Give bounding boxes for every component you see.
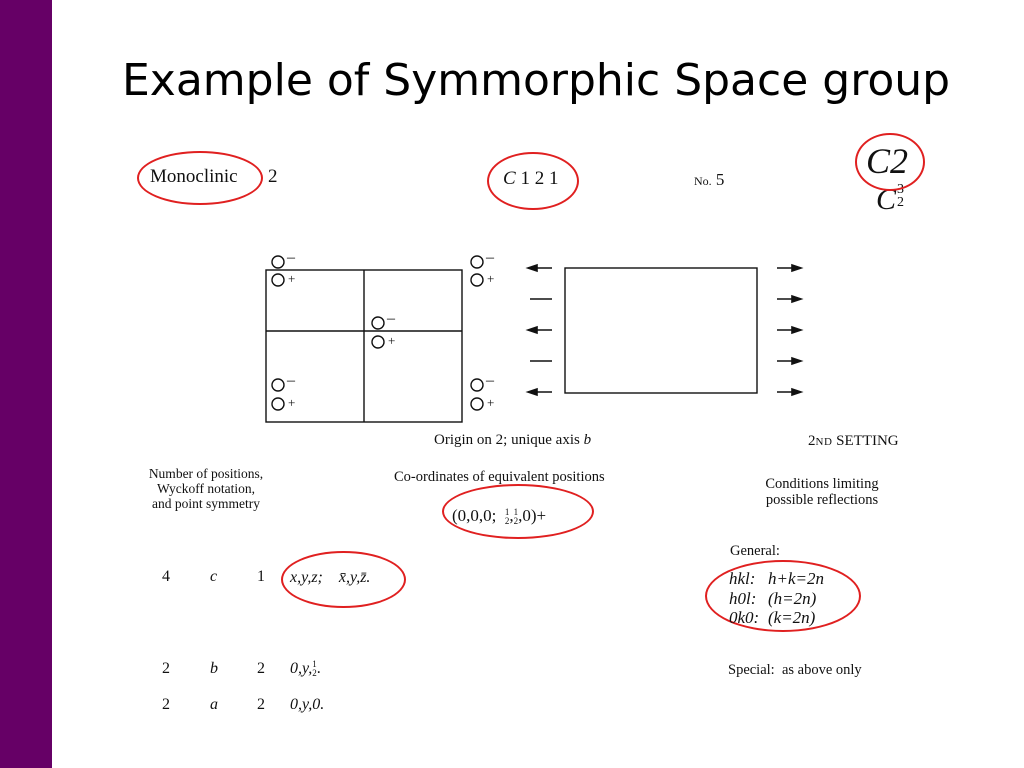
sign-minus: – bbox=[486, 249, 494, 266]
wyckoff-header: Number of positions, Wyckoff notation, a… bbox=[148, 466, 264, 511]
sign-minus: – bbox=[287, 372, 295, 389]
sign-plus: + bbox=[487, 271, 495, 286]
special-conditions: Special: as above only bbox=[728, 662, 862, 678]
ring-general-coords bbox=[281, 551, 406, 608]
coordinates-header: Co-ordinates of equivalent positions bbox=[394, 469, 605, 485]
multiplicity-value: 4 bbox=[162, 568, 170, 585]
multiplicity-value: 2 bbox=[162, 660, 170, 677]
slide-title: Example of Symmorphic Space group bbox=[122, 55, 951, 106]
ring-centering bbox=[442, 484, 594, 539]
origin-caption: Origin on 2; unique axis b bbox=[434, 432, 592, 448]
unit-cell-projection-right bbox=[564, 267, 758, 394]
setting-label: 2ND SETTING bbox=[808, 433, 899, 449]
ring-hm-symbol bbox=[487, 152, 579, 210]
ring-conditions bbox=[705, 560, 861, 632]
condition-rules: h+k=2n(h=2n)(k=2n) bbox=[768, 569, 824, 627]
sign-plus: + bbox=[288, 395, 296, 410]
ring-monoclinic bbox=[137, 151, 263, 205]
site-symmetry: 2 bbox=[257, 696, 265, 713]
general-coordinates: x,y,z; x̄,y,z̄. bbox=[290, 569, 371, 586]
sign-minus: – bbox=[287, 249, 295, 266]
special-coordinates-a: 0,y,0. bbox=[290, 696, 325, 713]
condition-labels: hkl:h0l:0k0: bbox=[729, 569, 760, 627]
sign-minus: – bbox=[486, 372, 494, 389]
sign-plus: + bbox=[388, 333, 396, 348]
space-group-number: No. 5 bbox=[694, 170, 725, 189]
ring-point-group bbox=[855, 133, 925, 191]
wyckoff-letter: c bbox=[210, 568, 218, 585]
site-symmetry: 1 bbox=[257, 568, 265, 585]
wyckoff-letter: a bbox=[210, 696, 218, 713]
site-symmetry: 2 bbox=[257, 660, 265, 677]
conditions-header: Conditions limiting possible reflections bbox=[765, 476, 879, 508]
multiplicity-value: 2 bbox=[162, 696, 170, 713]
class-number: 2 bbox=[268, 166, 278, 187]
wyckoff-letter: b bbox=[210, 660, 218, 677]
sign-minus: – bbox=[387, 310, 395, 327]
sidebar-bar bbox=[0, 0, 52, 768]
sign-plus: + bbox=[487, 395, 495, 410]
general-label: General: bbox=[730, 543, 780, 559]
sign-plus: + bbox=[288, 271, 296, 286]
